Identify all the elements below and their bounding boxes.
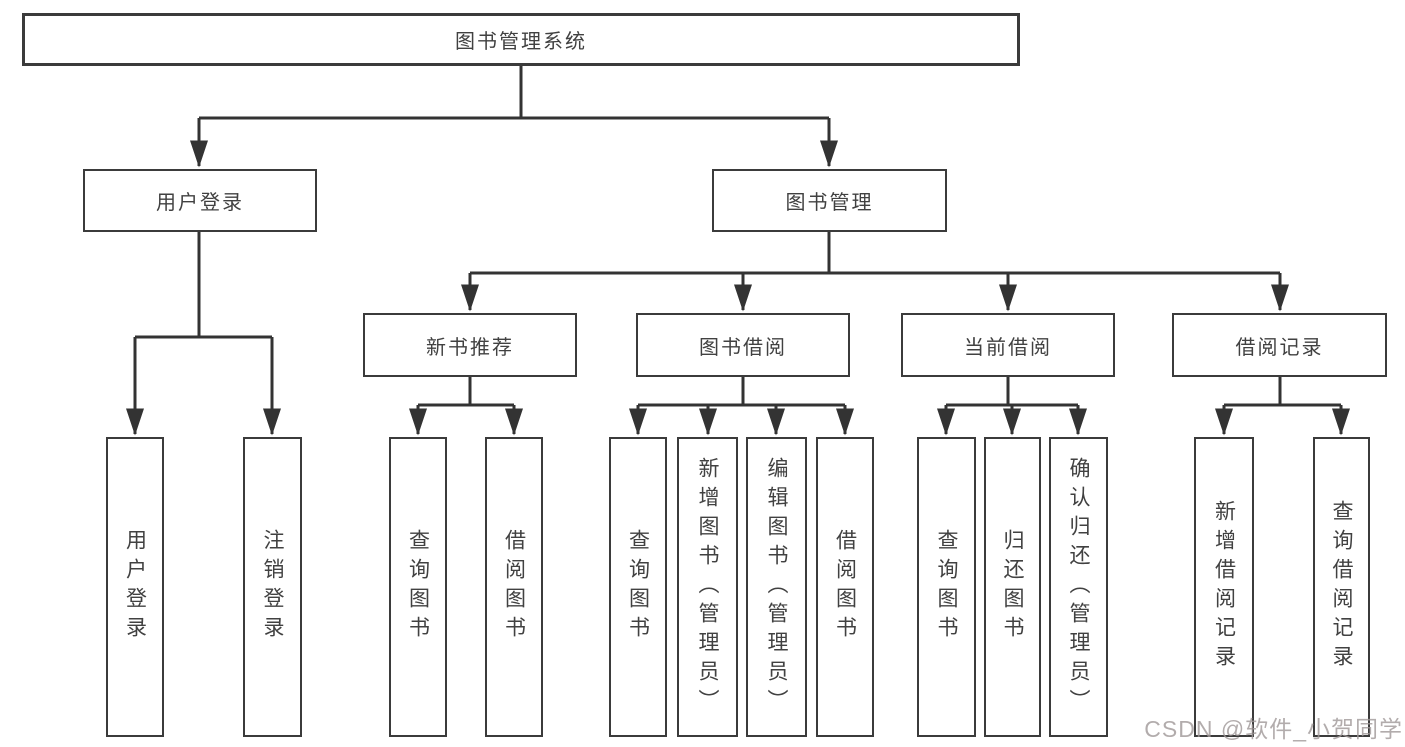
leaf-current-query-books: 查询图书 <box>917 437 976 737</box>
node-label: 借阅记录 <box>1235 336 1324 359</box>
leaf-recommend-query-books: 查询图书 <box>389 437 447 737</box>
node-label: 图书管理系统 <box>455 31 587 53</box>
leaf-label: 注销登录 <box>261 529 284 645</box>
node-borrow-records: 借阅记录 <box>1172 313 1387 377</box>
leaf-label: 编辑图书（管理员） <box>765 456 788 718</box>
node-book-management: 图书管理 <box>712 169 947 232</box>
leaf-label: 借阅图书 <box>833 529 857 645</box>
leaf-edit-book-admin: 编辑图书（管理员） <box>746 437 807 737</box>
node-current-borrow: 当前借阅 <box>901 313 1115 377</box>
node-root: 图书管理系统 <box>22 13 1020 66</box>
leaf-borrow-borrow-books: 借阅图书 <box>816 437 874 737</box>
leaf-user-login: 用户登录 <box>106 437 164 737</box>
leaf-add-borrow-record: 新增借阅记录 <box>1194 437 1254 737</box>
leaf-label: 借阅图书 <box>502 529 526 645</box>
leaf-confirm-return-admin: 确认归还（管理员） <box>1049 437 1108 737</box>
leaf-label: 查询图书 <box>626 529 650 645</box>
node-user-login: 用户登录 <box>83 169 317 232</box>
leaf-label: 查询借阅记录 <box>1330 500 1353 674</box>
node-book-borrow: 图书借阅 <box>636 313 850 377</box>
leaf-label: 确认归还（管理员） <box>1067 456 1090 718</box>
node-label: 图书借阅 <box>699 336 787 359</box>
leaf-add-book-admin: 新增图书（管理员） <box>677 437 738 737</box>
leaf-query-borrow-record: 查询借阅记录 <box>1313 437 1370 737</box>
node-label: 当前借阅 <box>964 336 1052 359</box>
leaf-label: 归还图书 <box>1001 529 1024 645</box>
leaf-label: 用户登录 <box>123 529 147 645</box>
node-label: 新书推荐 <box>426 336 514 359</box>
leaf-label: 查询图书 <box>935 529 958 645</box>
leaf-recommend-borrow-books: 借阅图书 <box>485 437 543 737</box>
node-label: 用户登录 <box>156 192 244 214</box>
node-new-book-recommend: 新书推荐 <box>363 313 577 377</box>
leaf-borrow-query-books: 查询图书 <box>609 437 667 737</box>
leaf-label: 新增图书（管理员） <box>696 456 719 718</box>
leaf-label: 查询图书 <box>406 529 430 645</box>
leaf-return-books: 归还图书 <box>984 437 1041 737</box>
leaf-label: 新增借阅记录 <box>1212 500 1236 674</box>
node-label: 图书管理 <box>785 192 874 214</box>
leaf-logout: 注销登录 <box>243 437 302 737</box>
